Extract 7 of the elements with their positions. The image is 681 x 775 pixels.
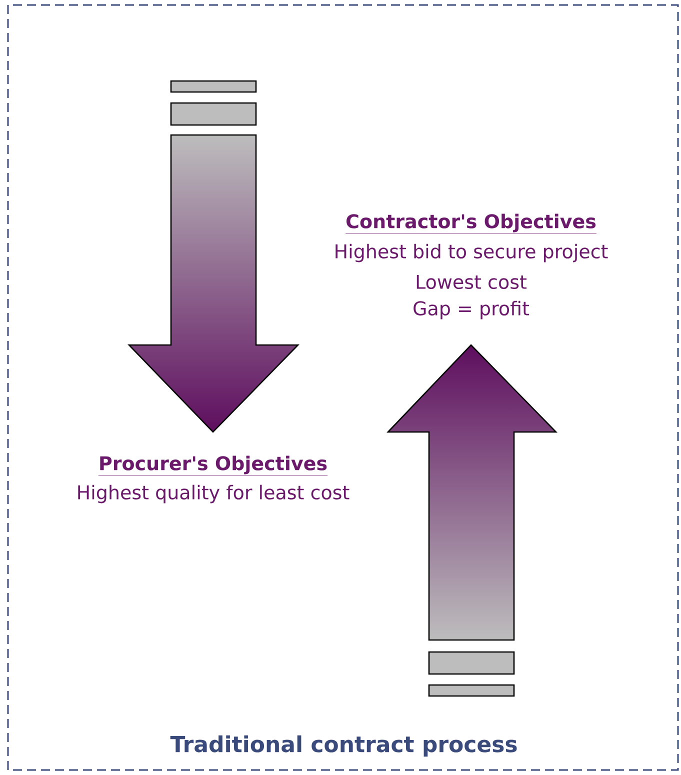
objective-text: Lowest cost — [416, 274, 526, 290]
objectives-heading: Contractor's Objectives — [345, 214, 597, 234]
objective-text: Highest quality for least cost — [78, 484, 350, 504]
objectives-heading: Procurer's Objectives — [98, 456, 328, 476]
title: Traditional contract process — [170, 735, 517, 757]
objective-text: Gap = profit — [414, 300, 530, 320]
objective-text: Highest bid to secure project — [336, 244, 608, 262]
